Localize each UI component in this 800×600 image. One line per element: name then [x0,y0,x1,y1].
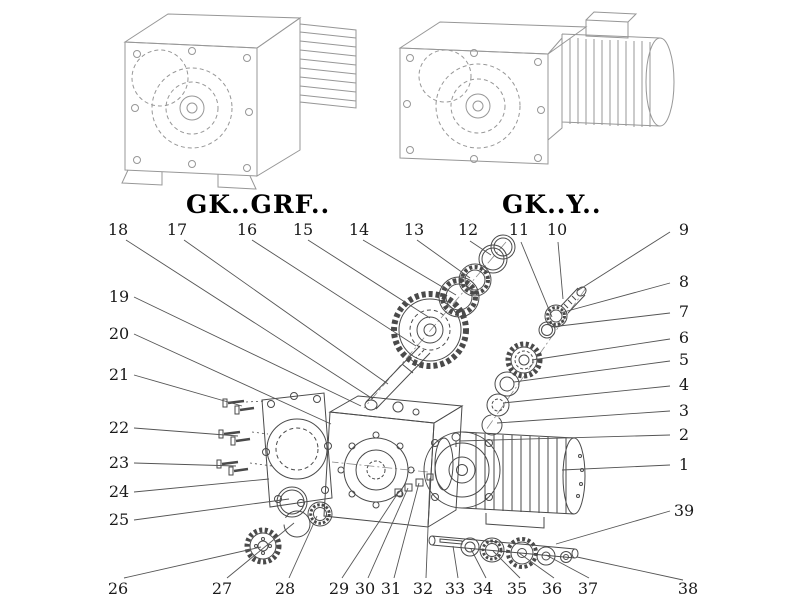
callout-8: 8 [678,272,690,291]
callout-27: 27 [211,579,233,598]
callout-11: 11 [508,220,530,239]
variant-heading-gky: GK..Y.. [502,190,602,219]
callout-26: 26 [107,579,129,598]
callout-1: 1 [678,455,690,474]
callout-35: 35 [506,579,528,598]
terminal-box [585,19,629,39]
callout-16: 16 [236,220,258,239]
callout-24: 24 [108,482,130,501]
callout-33: 33 [444,579,466,598]
callout-32: 32 [412,579,434,598]
callout-21: 21 [108,365,130,384]
gearbox-housing [323,395,464,528]
callout-4: 4 [678,375,690,394]
callout-13: 13 [403,220,425,239]
callout-5: 5 [678,350,690,369]
callout-34: 34 [472,579,494,598]
input-bearings [438,234,516,318]
large-gear [391,291,469,369]
assembled-view-gkgrf [121,13,357,190]
callout-31: 31 [380,579,402,598]
callout-9: 9 [678,220,690,239]
input-shaft [364,345,431,411]
variant-heading-gkgrf: GK..GRF.. [186,190,331,219]
callout-29: 29 [328,579,350,598]
callout-2: 2 [678,425,690,444]
callout-37: 37 [577,579,599,598]
flange-plate [261,392,333,508]
callout-15: 15 [292,220,314,239]
callout-36: 36 [541,579,563,598]
callout-14: 14 [348,220,370,239]
callout-10: 10 [546,220,568,239]
eyebolt [451,432,461,442]
electric-motor [423,431,586,529]
callout-12: 12 [457,220,479,239]
callout-28: 28 [274,579,296,598]
leader-lines [123,231,684,581]
cover-parts [244,486,333,565]
motor-flange [547,36,563,141]
output-shaft-assembly [428,535,579,569]
flange-bolts [216,398,273,476]
callout-30: 30 [354,579,376,598]
callout-3: 3 [678,401,690,420]
callout-18: 18 [107,220,129,239]
callout-22: 22 [108,418,130,437]
callout-38: 38 [677,579,699,598]
callout-23: 23 [108,453,130,472]
fin-cover [299,23,357,109]
motor-body [561,33,661,127]
callout-7: 7 [678,302,690,321]
callout-19: 19 [108,287,130,306]
assembled-view-gky [398,11,675,165]
callout-25: 25 [108,510,130,529]
callout-20: 20 [108,324,130,343]
callout-17: 17 [166,220,188,239]
exploded-view [216,234,587,569]
callout-6: 6 [678,328,690,347]
callout-39: 39 [673,501,695,520]
